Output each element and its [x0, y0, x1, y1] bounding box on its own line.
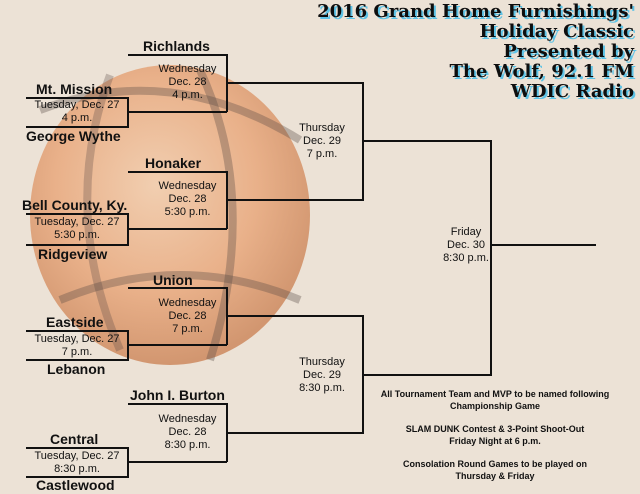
title-line-1: 2016 Grand Home Furnishings'	[317, 1, 634, 22]
team-union: Union	[153, 272, 193, 288]
title-line-2: Holiday Classic	[479, 21, 634, 42]
game-info-g3: Tuesday, Dec. 27 7 p.m.	[26, 333, 128, 359]
game-q1-time: 4 p.m.	[172, 89, 203, 101]
tournament-title: 2016 Grand Home Furnishings' Holiday Cla…	[74, 2, 634, 102]
note-line-5: Consolation Round Games to be played on	[402, 459, 587, 469]
team-ridgeview: Ridgeview	[38, 246, 108, 262]
game-q4-date: Dec. 28	[168, 426, 207, 438]
game-g4-day: Tuesday, Dec. 27	[34, 450, 120, 462]
bracket-q1	[128, 54, 228, 112]
game-info-g4: Tuesday, Dec. 27 8:30 p.m.	[26, 450, 128, 476]
game-g3-day: Tuesday, Dec. 27	[34, 333, 120, 345]
game-g1-time: 4 p.m.	[61, 112, 93, 124]
game-final-date: Dec. 30	[447, 239, 485, 251]
title-line-3: Presented by	[503, 41, 634, 62]
note-line-2: Championship Game	[449, 401, 540, 411]
title-line-4: The Wolf, 92.1 FM	[449, 61, 634, 82]
game-info-q3: Wednesday Dec. 28 7 p.m.	[148, 297, 227, 336]
game-q3-day: Wednesday	[158, 297, 217, 309]
bracket-final	[363, 140, 492, 376]
game-info-g2: Tuesday, Dec. 27 5:30 p.m.	[26, 216, 128, 242]
game-info-final: Friday Dec. 30 8:30 p.m.	[428, 226, 504, 265]
team-castlewood: Castlewood	[36, 477, 115, 493]
note-line-1: All Tournament Team and MVP to be named …	[380, 389, 610, 399]
game-s2-date: Dec. 29	[303, 369, 341, 381]
game-g2-time: 5:30 p.m.	[54, 229, 100, 241]
title-line-5: WDIC Radio	[510, 81, 634, 102]
game-q2-date: Dec. 28	[168, 193, 207, 205]
game-info-q2: Wednesday Dec. 28 5:30 p.m.	[148, 180, 227, 219]
game-q2-day: Wednesday	[158, 180, 217, 192]
game-q3-time: 7 p.m.	[172, 323, 203, 335]
note-line-6: Thursday & Friday	[455, 471, 535, 481]
team-bell-county: Bell County, Ky.	[22, 197, 128, 213]
game-info-s1: Thursday Dec. 29 7 p.m.	[282, 122, 362, 161]
game-info-s2: Thursday Dec. 29 8:30 p.m.	[282, 356, 362, 395]
team-central: Central	[50, 431, 99, 447]
game-info-g1: Tuesday, Dec. 27 4 p.m.	[26, 99, 128, 125]
note-line-3: SLAM DUNK Contest & 3-Point Shoot-Out	[405, 424, 585, 434]
note-line-4: Friday Night at 6 p.m.	[449, 436, 541, 446]
game-info-q1: Wednesday Dec. 28 4 p.m.	[148, 63, 227, 102]
game-g2-day: Tuesday, Dec. 27	[34, 216, 120, 228]
game-s1-time: 7 p.m.	[306, 148, 338, 160]
game-final-day: Friday	[450, 226, 482, 238]
note-all-tournament: All Tournament Team and MVP to be named …	[360, 388, 630, 412]
note-consolation: Consolation Round Games to be played on …	[360, 458, 630, 482]
bracket-q3	[128, 287, 228, 345]
game-g4-time: 8:30 p.m.	[54, 463, 100, 475]
game-q1-day: Wednesday	[158, 63, 217, 75]
note-slam-dunk: SLAM DUNK Contest & 3-Point Shoot-Out Fr…	[360, 423, 630, 447]
game-g1-day: Tuesday, Dec. 27	[34, 99, 120, 111]
game-info-q4: Wednesday Dec. 28 8:30 p.m.	[148, 413, 227, 452]
team-lebanon: Lebanon	[47, 361, 106, 377]
game-s1-day: Thursday	[299, 122, 345, 134]
game-q1-date: Dec. 28	[168, 76, 207, 88]
game-g3-time: 7 p.m.	[61, 346, 93, 358]
game-final-time: 8:30 p.m.	[443, 252, 489, 264]
game-q3-date: Dec. 28	[168, 310, 207, 322]
game-q2-time: 5:30 p.m.	[164, 206, 211, 218]
game-q4-day: Wednesday	[158, 413, 217, 425]
bracket-q4	[128, 403, 228, 462]
game-s2-day: Thursday	[299, 356, 345, 368]
team-john-i-burton: John I. Burton	[130, 387, 225, 403]
team-richlands: Richlands	[143, 38, 210, 54]
game-q4-time: 8:30 p.m.	[164, 439, 211, 451]
team-mt-mission: Mt. Mission	[36, 81, 113, 97]
game-s1-date: Dec. 29	[303, 135, 341, 147]
game-s2-time: 8:30 p.m.	[299, 382, 345, 394]
team-honaker: Honaker	[145, 155, 202, 171]
bracket-q2	[128, 171, 228, 229]
team-george-wythe: George Wythe	[26, 128, 121, 144]
team-eastside: Eastside	[46, 314, 104, 330]
